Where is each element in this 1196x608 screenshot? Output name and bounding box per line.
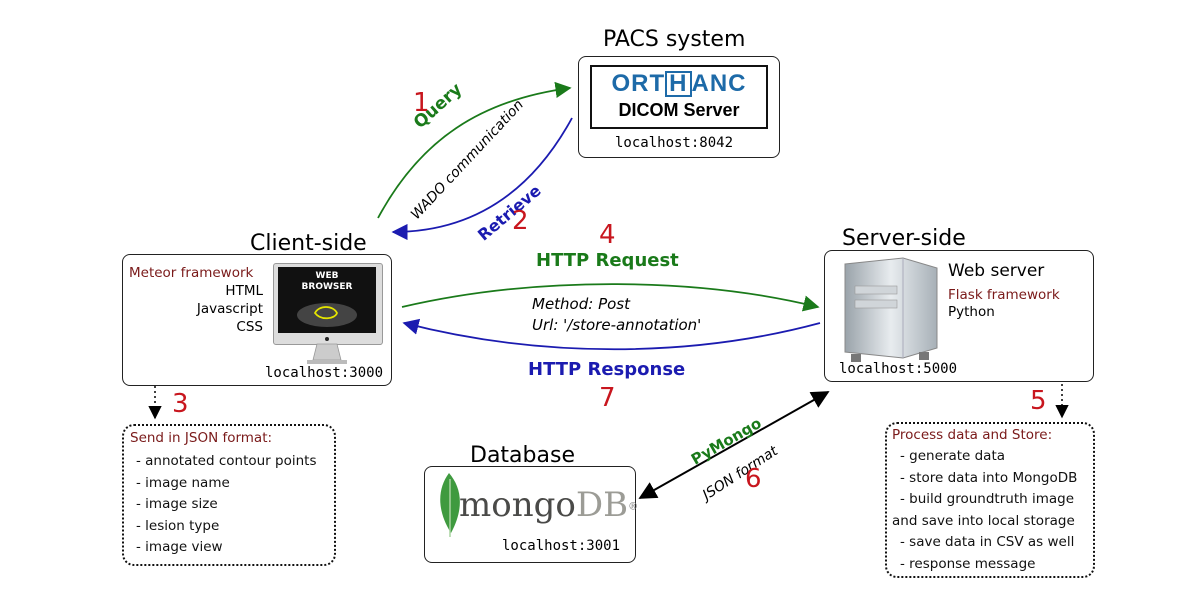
list-item: - lesion type: [136, 517, 220, 534]
step-6: 6: [745, 464, 762, 494]
orthanc-right: ANC: [691, 70, 747, 97]
http-request-arrow: [401, 283, 820, 312]
database-host: localhost:3001: [502, 538, 621, 554]
mongodb-reg: ®: [628, 501, 639, 513]
client-tech-html: HTML: [225, 283, 263, 299]
client-host: localhost:3000: [265, 365, 384, 381]
step-5: 5: [1030, 386, 1047, 416]
list-item: - image view: [136, 539, 223, 555]
http-response-label: HTTP Response: [528, 359, 686, 380]
step-7: 7: [599, 383, 616, 413]
list-item: and save into local storage: [892, 512, 1075, 529]
list-item: - annotated contour points: [136, 453, 317, 469]
list-item: - generate data: [900, 448, 1006, 464]
monitor-icon: WEB BROWSER: [273, 263, 383, 368]
server-note-list: - generate data - store data into MongoD…: [892, 446, 1092, 575]
mongodb-wordmark: mongoDB®: [459, 485, 638, 525]
list-item: - image name: [136, 474, 230, 491]
server-note-box: Process data and Store: - generate data …: [885, 422, 1095, 578]
server-framework: Flask framework: [948, 287, 1060, 303]
list-item: - store data into MongoDB: [900, 469, 1078, 486]
orthanc-left: ORT: [611, 70, 666, 97]
client-note-box: Send in JSON format: - annotated contour…: [122, 424, 336, 566]
list-item: - build groundtruth image: [900, 491, 1075, 507]
pacs-host: localhost:8042: [615, 135, 734, 151]
monitor-label-2: BROWSER: [301, 282, 353, 292]
url-label: Url: '/store-annotation': [532, 316, 702, 334]
method-label: Method: Post: [532, 295, 630, 313]
database-box: mongoDB® localhost:3001: [424, 466, 638, 563]
client-tech-css: CSS: [236, 319, 263, 335]
mongodb-word-1: mongo: [459, 485, 576, 525]
list-item: - response message: [900, 555, 1036, 572]
list-item: - image size: [136, 496, 218, 512]
pacs-title: PACS system: [603, 27, 746, 52]
monitor-graphic: [297, 303, 357, 364]
retrieve-arrow: [391, 117, 573, 241]
orthanc-h: H: [665, 71, 692, 97]
step-3: 3: [172, 389, 189, 419]
monitor-label-1: WEB: [315, 271, 339, 281]
step-2: 2: [512, 206, 529, 236]
client-note-list: - annotated contour points - image name …: [136, 451, 316, 559]
step-1: 1: [413, 88, 430, 118]
query-arrow: [377, 81, 572, 219]
server-box: Web server Flask framework Python localh…: [824, 250, 1094, 382]
mongodb-leaf-icon: [440, 473, 460, 537]
server-title: Server-side: [842, 226, 966, 251]
server-language: Python: [948, 304, 995, 320]
database-title: Database: [470, 443, 575, 468]
server-host: localhost:5000: [839, 361, 958, 377]
step-4: 4: [599, 220, 616, 250]
client-box: Meteor framework HTML Javascript CSS WEB…: [122, 254, 392, 386]
server-tower-icon: [844, 257, 938, 362]
client-note-heading: Send in JSON format:: [130, 430, 273, 446]
server-note-heading: Process data and Store:: [892, 427, 1053, 443]
http-response-arrow: [402, 318, 821, 351]
client-framework: Meteor framework: [129, 265, 254, 281]
client-title: Client-side: [250, 231, 367, 256]
list-item: - save data in CSV as well: [900, 534, 1075, 550]
db-arrow: [638, 391, 830, 499]
server-name: Web server: [948, 261, 1045, 281]
client-tech-js: Javascript: [196, 301, 263, 317]
http-request-label: HTTP Request: [536, 250, 679, 271]
dicom-server-label: DICOM Server: [618, 100, 740, 120]
mongodb-word-2: DB: [575, 485, 629, 525]
